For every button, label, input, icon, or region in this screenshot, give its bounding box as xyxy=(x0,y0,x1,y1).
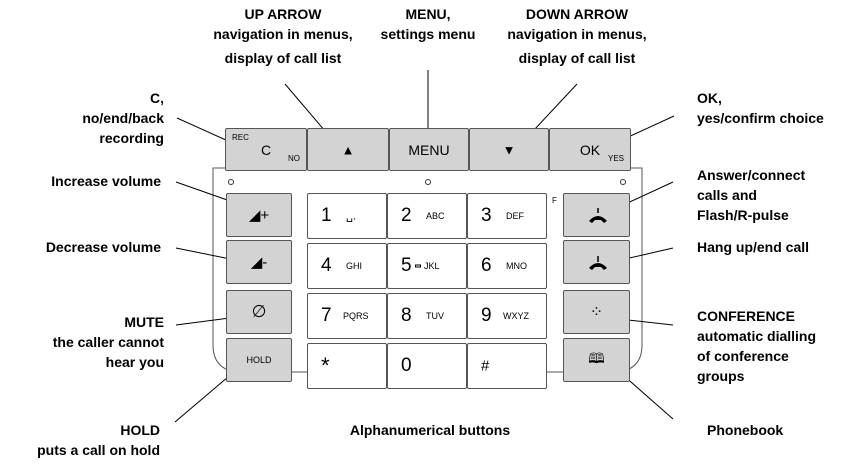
key-0-digit: 0 xyxy=(401,355,412,376)
key-8-letters: TUV xyxy=(426,311,444,321)
key-6-letters: MNO xyxy=(506,261,527,271)
rec-text: REC xyxy=(232,133,249,142)
down-arrow-icon: ▼ xyxy=(502,142,516,157)
key-5-letters: JKL xyxy=(424,261,440,271)
volume-down-icon: ◢- xyxy=(250,254,268,271)
hang-up-key[interactable] xyxy=(563,240,630,284)
indicator-dot xyxy=(228,179,234,185)
key-4-digit: 4 xyxy=(321,255,332,276)
volume-up-key[interactable]: ◢+ xyxy=(226,193,292,237)
hold-key[interactable]: HOLD xyxy=(226,338,292,382)
handset-hangup-icon xyxy=(589,256,607,270)
flash-f-text: F xyxy=(552,196,557,205)
key-9[interactable]: 9 WXYZ xyxy=(467,293,547,339)
no-text: NO xyxy=(288,154,300,163)
key-4[interactable]: 4 GHI xyxy=(307,243,387,289)
decrease-volume-label: Decrease volume xyxy=(45,239,161,255)
key-2[interactable]: 2 ABC xyxy=(387,193,467,239)
ok-key[interactable]: OK YES xyxy=(549,128,631,171)
indicator-dot xyxy=(425,179,431,185)
key-7-digit: 7 xyxy=(321,305,332,326)
hold-key-text: HOLD xyxy=(246,355,272,365)
menu-key[interactable]: MENU xyxy=(389,128,469,171)
ok-key-label: OK,yes/confirm choice xyxy=(697,90,824,126)
ok-key-text: OK xyxy=(579,141,601,158)
key-6[interactable]: 6 MNO xyxy=(467,243,547,289)
key-5-digit: 5 xyxy=(401,255,412,276)
key-1-digit: 1 xyxy=(321,205,332,226)
indicator-dot xyxy=(620,179,626,185)
alphanumerical-label: Alphanumerical buttons xyxy=(349,422,511,438)
key-hash-symbol: # xyxy=(481,357,490,375)
key-7-letters: PQRS xyxy=(343,311,369,321)
key-3-letters: DEF xyxy=(506,211,524,221)
handset-answer-icon xyxy=(589,208,607,223)
key-hash[interactable]: # xyxy=(467,343,547,389)
key-2-letters: ABC xyxy=(426,211,445,221)
conference-icon: ⁘ xyxy=(589,304,604,321)
volume-down-key[interactable]: ◢- xyxy=(226,240,292,284)
conference-key[interactable]: ⁘ xyxy=(563,290,630,334)
menu-label: MENU,settings menu xyxy=(380,6,476,42)
key-9-letters: WXYZ xyxy=(503,311,529,321)
c-key-label-text: C xyxy=(260,141,272,158)
yes-text: YES xyxy=(607,154,624,163)
phonebook-label: Phonebook xyxy=(707,422,784,438)
mute-key[interactable]: ∅ xyxy=(226,290,292,334)
menu-key-text: MENU xyxy=(408,141,450,158)
key-3-digit: 3 xyxy=(481,205,492,226)
key-3[interactable]: 3 DEF xyxy=(467,193,547,239)
key-7[interactable]: 7 PQRS xyxy=(307,293,387,339)
key-star[interactable]: * xyxy=(307,343,387,389)
key-9-digit: 9 xyxy=(481,305,492,326)
up-arrow-icon: ▲ xyxy=(341,142,355,157)
up-arrow-key[interactable]: ▲ xyxy=(307,128,389,171)
key-6-digit: 6 xyxy=(481,255,492,276)
key-5-tactile-mark xyxy=(415,264,421,268)
key-4-letters: GHI xyxy=(346,261,363,271)
key-1-letters: ␣. xyxy=(346,210,357,223)
mute-icon: ∅ xyxy=(251,302,267,321)
key-0[interactable]: 0 xyxy=(387,343,467,389)
key-1[interactable]: 1 ␣. xyxy=(307,193,387,239)
key-8[interactable]: 8 TUV xyxy=(387,293,467,339)
hang-up-label: Hang up/end call xyxy=(697,239,810,255)
book-icon: 🕮 xyxy=(588,350,605,366)
volume-up-icon: ◢+ xyxy=(248,207,270,224)
c-key[interactable]: REC C NO xyxy=(225,128,307,171)
key-2-digit: 2 xyxy=(401,205,412,226)
answer-key[interactable]: F xyxy=(552,193,630,237)
key-5[interactable]: 5 JKL xyxy=(387,243,467,289)
increase-volume-label: Increase volume xyxy=(51,173,161,189)
down-arrow-key[interactable]: ▼ xyxy=(469,128,549,171)
key-star-symbol: * xyxy=(321,353,330,378)
phonebook-key[interactable]: 🕮 xyxy=(563,338,630,382)
key-8-digit: 8 xyxy=(401,305,412,326)
